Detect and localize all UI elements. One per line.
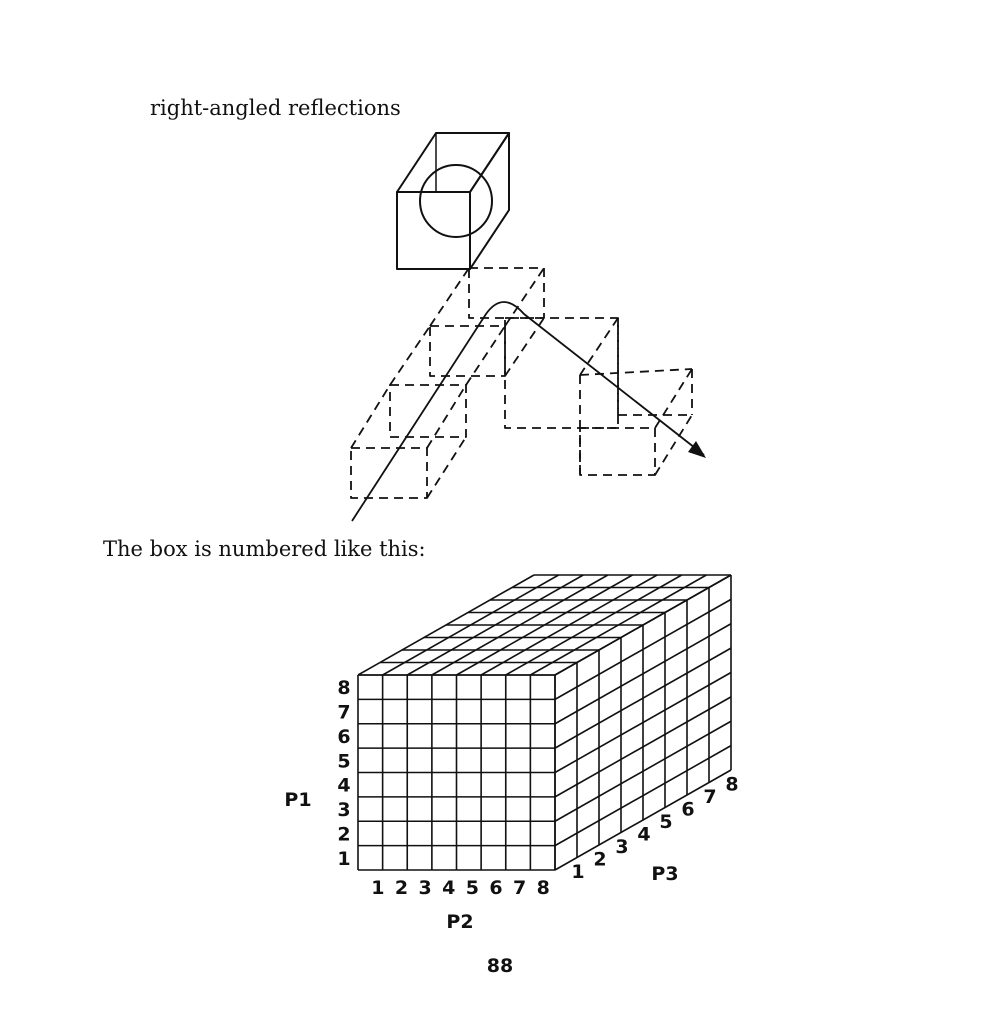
p3-axis-label: P3 [651, 863, 678, 885]
p3-tick-label: 8 [725, 773, 738, 795]
p1-tick-label: 6 [337, 726, 350, 748]
p1-tick-label: 4 [337, 775, 350, 797]
p2-tick-label: 1 [371, 877, 384, 899]
p2-tick-label: 8 [537, 877, 550, 899]
p1-tick-label: 5 [337, 750, 350, 772]
p2-axis-label: P2 [446, 911, 473, 933]
p1-tick-label: 7 [337, 702, 350, 724]
p1-tick-label: 8 [337, 677, 350, 699]
p3-tick-label: 4 [637, 823, 650, 845]
p1-tick-label: 1 [337, 848, 350, 870]
p3-tick-label: 1 [571, 861, 584, 883]
p2-tick-label: 7 [513, 877, 526, 899]
p3-tick-label: 2 [593, 848, 606, 870]
caption-box-numbered: The box is numbered like this: [103, 537, 426, 561]
p3-tick-label: 3 [615, 836, 628, 858]
p2-tick-label: 4 [442, 877, 455, 899]
p3-tick-label: 7 [703, 786, 716, 808]
page-number: 88 [486, 955, 514, 977]
mirror-cube [396, 132, 510, 270]
p2-tick-label: 5 [466, 877, 479, 899]
light-ray-path [351, 301, 705, 522]
ray-arrowhead [688, 441, 706, 458]
p1-tick-label: 3 [337, 799, 350, 821]
dashed-cube-path [350, 267, 693, 499]
p1-tick-label: 2 [337, 823, 350, 845]
mirror-circle [419, 164, 493, 238]
caption-right-angled-reflections: right-angled reflections [150, 96, 401, 120]
p2-tick-label: 6 [489, 877, 502, 899]
p1-axis-label: P1 [284, 789, 311, 811]
p2-tick-label: 2 [395, 877, 408, 899]
p3-tick-label: 6 [681, 798, 694, 820]
p3-tick-label: 5 [659, 811, 672, 833]
p2-tick-label: 3 [418, 877, 431, 899]
